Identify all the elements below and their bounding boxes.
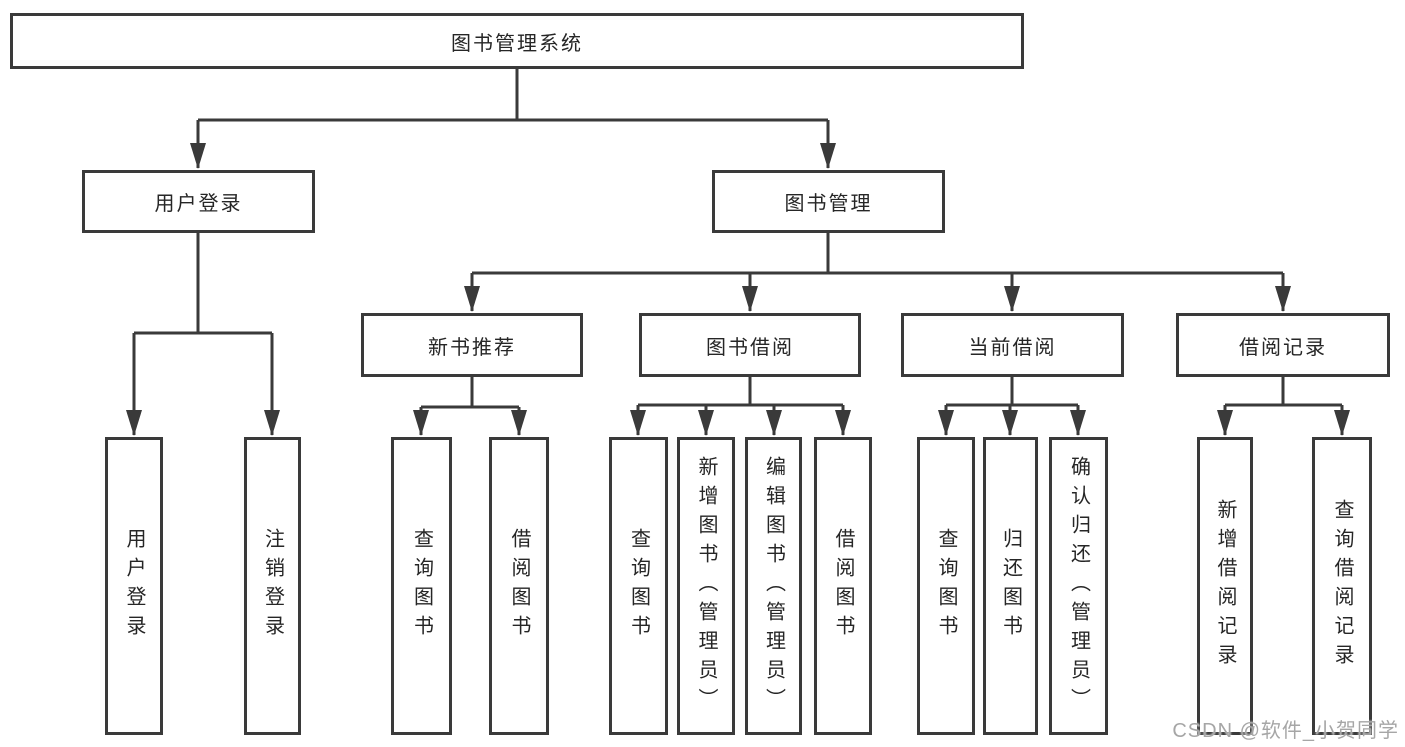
node-label: 查询借阅记录 (1331, 499, 1353, 673)
node-label: 借阅图书 (832, 528, 854, 644)
node-query-books-current: 查询图书 (917, 437, 975, 735)
node-query-books-borrowing: 查询图书 (609, 437, 668, 735)
node-query-books-recommend: 查询图书 (391, 437, 452, 735)
node-new-book-recommend: 新书推荐 (361, 313, 583, 377)
node-label: 查询图书 (935, 528, 957, 644)
node-label: 图书管理 (784, 193, 873, 215)
csdn-watermark: CSDN @软件_小贺同学 (1172, 720, 1399, 742)
node-logout-leaf: 注销登录 (244, 437, 301, 735)
node-book-borrowing: 图书借阅 (639, 313, 861, 377)
node-confirm-return-admin: 确认归还（管理员） (1049, 437, 1108, 735)
node-add-books-admin: 新增图书（管理员） (677, 437, 735, 735)
node-label: 新增借阅记录 (1214, 499, 1236, 673)
node-label: 当前借阅 (968, 336, 1057, 359)
node-library-management-system: 图书管理系统 (10, 13, 1024, 69)
node-add-borrow-record: 新增借阅记录 (1197, 437, 1253, 735)
node-label: 用户登录 (123, 528, 145, 644)
node-user-login-group: 用户登录 (82, 170, 315, 233)
node-borrow-books-leaf: 借阅图书 (814, 437, 872, 735)
node-book-management-group: 图书管理 (712, 170, 945, 233)
node-borrow-books-recommend: 借阅图书 (489, 437, 549, 735)
node-label: 新增图书（管理员） (695, 455, 717, 717)
node-label: 查询图书 (627, 528, 650, 644)
node-label: 新书推荐 (428, 336, 516, 359)
node-label: 注销登录 (261, 528, 284, 644)
node-query-borrow-record: 查询借阅记录 (1312, 437, 1372, 735)
node-label: 用户登录 (154, 193, 243, 215)
node-label: 借阅记录 (1239, 336, 1327, 359)
node-label: 借阅图书 (508, 528, 530, 644)
node-label: 图书管理系统 (451, 32, 583, 55)
node-user-login-leaf: 用户登录 (105, 437, 163, 735)
node-edit-books-admin: 编辑图书（管理员） (745, 437, 802, 735)
node-label: 归还图书 (999, 528, 1022, 644)
node-label: 图书借阅 (706, 336, 794, 359)
node-label: 编辑图书（管理员） (762, 455, 785, 717)
node-current-borrowing: 当前借阅 (901, 313, 1124, 377)
node-label: 查询图书 (410, 528, 433, 644)
node-label: 确认归还（管理员） (1067, 455, 1090, 717)
node-return-books: 归还图书 (983, 437, 1038, 735)
node-borrowing-records: 借阅记录 (1176, 313, 1390, 377)
